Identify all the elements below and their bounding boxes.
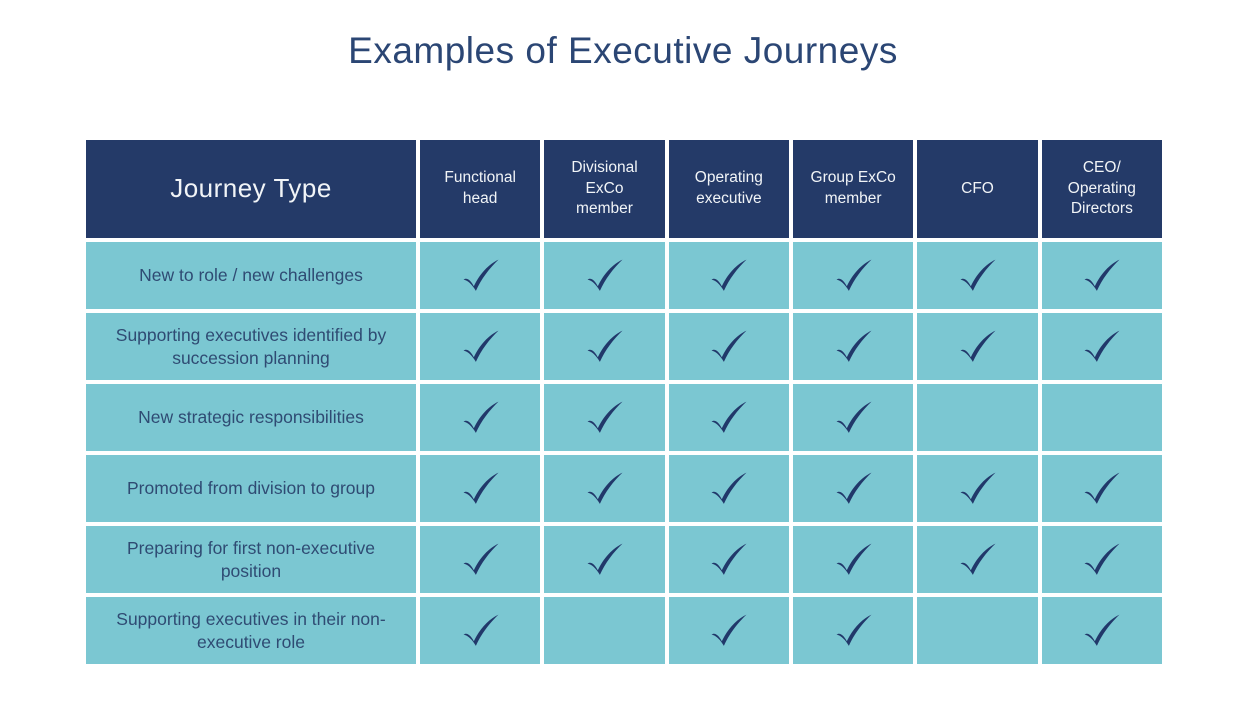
check-icon	[711, 543, 747, 575]
empty-cell	[1041, 384, 1162, 451]
check-icon	[711, 472, 747, 504]
journey-type-header: Journey Type	[86, 140, 416, 238]
column-header-4: Group ExCo member	[793, 140, 914, 238]
check-icon	[836, 543, 872, 575]
check-cell	[793, 242, 914, 309]
check-cell	[917, 242, 1038, 309]
check-icon	[711, 401, 747, 433]
check-cell	[544, 526, 665, 593]
check-cell	[917, 455, 1038, 522]
check-icon	[836, 259, 872, 291]
check-icon	[960, 472, 996, 504]
check-icon	[587, 472, 623, 504]
check-cell	[1041, 597, 1162, 664]
check-icon	[587, 401, 623, 433]
check-icon	[836, 614, 872, 646]
check-cell	[1041, 526, 1162, 593]
check-icon	[711, 330, 747, 362]
check-cell	[420, 526, 541, 593]
check-icon	[587, 543, 623, 575]
check-icon	[1084, 330, 1120, 362]
check-cell	[793, 526, 914, 593]
check-cell	[668, 597, 789, 664]
check-cell	[793, 455, 914, 522]
check-icon	[463, 472, 499, 504]
check-icon	[463, 401, 499, 433]
check-cell	[420, 242, 541, 309]
check-cell	[793, 384, 914, 451]
check-cell	[544, 384, 665, 451]
check-cell	[1041, 242, 1162, 309]
check-cell	[917, 526, 1038, 593]
check-cell	[668, 384, 789, 451]
row-label-1: New to role / new challenges	[86, 242, 416, 309]
check-cell	[793, 313, 914, 380]
check-icon	[836, 472, 872, 504]
empty-cell	[917, 597, 1038, 664]
check-cell	[793, 597, 914, 664]
check-icon	[711, 614, 747, 646]
check-icon	[1084, 472, 1120, 504]
check-cell	[668, 242, 789, 309]
check-cell	[420, 384, 541, 451]
check-icon	[711, 259, 747, 291]
empty-cell	[917, 384, 1038, 451]
check-cell	[668, 526, 789, 593]
column-header-1: Functional head	[420, 140, 541, 238]
page-title: Examples of Executive Journeys	[348, 30, 898, 71]
check-icon	[1084, 614, 1120, 646]
column-header-2: Divisional ExCo member	[544, 140, 665, 238]
check-cell	[917, 313, 1038, 380]
column-header-6: CEO/ Operating Directors	[1041, 140, 1162, 238]
check-cell	[420, 597, 541, 664]
check-cell	[668, 313, 789, 380]
check-icon	[587, 259, 623, 291]
column-header-3: Operating executive	[668, 140, 789, 238]
check-icon	[463, 259, 499, 291]
check-icon	[463, 330, 499, 362]
check-icon	[960, 543, 996, 575]
row-label-2: Supporting executives identified by succ…	[86, 313, 416, 380]
check-icon	[587, 330, 623, 362]
row-label-6: Supporting executives in their non-execu…	[86, 597, 416, 664]
check-cell	[544, 242, 665, 309]
check-cell	[420, 313, 541, 380]
check-cell	[544, 313, 665, 380]
empty-cell	[544, 597, 665, 664]
row-label-3: New strategic responsibilities	[86, 384, 416, 451]
check-icon	[836, 401, 872, 433]
check-icon	[1084, 259, 1120, 291]
check-icon	[463, 614, 499, 646]
check-icon	[960, 259, 996, 291]
check-icon	[960, 330, 996, 362]
check-icon	[1084, 543, 1120, 575]
check-cell	[1041, 455, 1162, 522]
check-cell	[544, 455, 665, 522]
check-icon	[836, 330, 872, 362]
check-cell	[668, 455, 789, 522]
row-label-5: Preparing for first non-executive positi…	[86, 526, 416, 593]
check-cell	[420, 455, 541, 522]
check-cell	[1041, 313, 1162, 380]
check-icon	[463, 543, 499, 575]
column-header-5: CFO	[917, 140, 1038, 238]
row-label-4: Promoted from division to group	[86, 455, 416, 522]
